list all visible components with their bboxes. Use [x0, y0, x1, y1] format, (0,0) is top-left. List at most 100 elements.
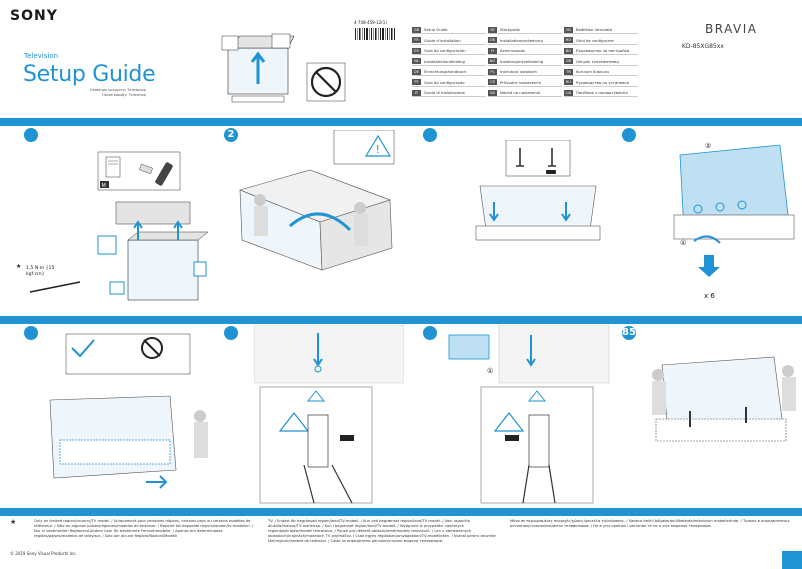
step-7-marker: [423, 326, 437, 340]
lang-name: Installationsvejledning: [500, 37, 543, 43]
lang-code: NO: [488, 58, 497, 65]
lang-name: Installatiehandleiding: [424, 58, 465, 64]
lang-code: TR: [564, 68, 573, 75]
document-number: 4-748-459-12(1): [354, 20, 387, 25]
lang-code: SE: [488, 26, 497, 33]
step-2-illustration: !: [239, 130, 395, 271]
lang-code: PT: [412, 79, 421, 86]
svg-text:!: !: [376, 143, 380, 156]
lang-name: Guide d'installation: [424, 37, 461, 43]
section-divider-bottom: [0, 508, 802, 516]
lang-code: DE: [412, 68, 421, 75]
step-7-circled-1: ①: [487, 367, 493, 375]
step-1-illustration: M: [29, 151, 209, 301]
lang-name: Guida di installazione: [424, 90, 465, 96]
subtitle-ru: Название продукта: Телевизор: [90, 88, 146, 92]
step-4-circled-1: ①: [680, 239, 686, 247]
lang-name: Asennusopas: [500, 48, 526, 54]
manual-badge-text: M: [102, 183, 106, 189]
product-line-logo: BRAVIA: [705, 22, 758, 36]
no-press-screen-icon: [306, 62, 346, 102]
step-6-marker: [224, 326, 238, 340]
lang-code: PL: [488, 68, 497, 75]
star-note-marker: ★: [16, 263, 22, 270]
footer-note-col-1: Only on limited region/country/TV model.…: [34, 519, 254, 538]
section-divider-top: [0, 118, 802, 126]
lang-code: IT: [412, 89, 421, 96]
subtitle-ua: Назва виробу: Телевізор: [102, 93, 146, 97]
step-6-illustration: [254, 325, 404, 504]
lang-code: FR: [412, 37, 421, 44]
lang-code: CZ: [488, 79, 497, 86]
step-2-marker: 2: [224, 128, 238, 142]
page-corner-tab: [782, 551, 802, 569]
copyright: © 2019 Sony Visual Products Inc.: [10, 551, 77, 556]
lang-name: Setup Guide: [424, 27, 448, 33]
lang-code: DK: [488, 37, 497, 44]
lang-code: SK: [488, 89, 497, 96]
screw-quantity: x 6: [704, 292, 715, 300]
prohibited-icon: [141, 337, 163, 359]
lang-name: Kurulum Kılavuzu: [576, 69, 610, 75]
lang-code: RO: [564, 37, 573, 44]
step-5-marker: [24, 326, 38, 340]
lang-name: Startguide: [500, 27, 520, 33]
lang-name: Οδηγός εγκατάστασης: [576, 58, 620, 64]
subtitle-block: Название продукта: Телевизор Назва вироб…: [90, 88, 146, 98]
check-icon: [71, 339, 95, 358]
lang-name: Руководство по установке: [576, 79, 629, 85]
lang-code: ES: [412, 47, 421, 54]
lang-code: GB: [412, 26, 421, 33]
step-4-circled-2: ②: [705, 142, 711, 150]
lang-name: Einrichtungshandbuch: [424, 69, 467, 75]
step-1-marker: [24, 128, 38, 142]
barcode: [355, 28, 395, 40]
category-label: Television: [24, 52, 59, 60]
lang-name: Ръководство за настройка: [576, 48, 630, 54]
lang-code: BG: [564, 47, 573, 54]
lang-name: Instrukcja ustawień: [500, 69, 537, 75]
screw-torque-label: 1,5 N·m {15 kgf·cm}: [26, 266, 55, 277]
lang-code: FI: [488, 47, 497, 54]
lang-code: NL: [412, 58, 421, 65]
lang-code: RU: [564, 79, 573, 86]
step-8-marker: 85: [622, 326, 636, 340]
lang-code: GR: [564, 58, 573, 65]
footer-star: ★: [10, 518, 17, 526]
model-number: KD-85XG85xx: [682, 43, 724, 50]
lang-name: Ghid de configurare: [576, 37, 614, 43]
step-5-illustration: [49, 333, 208, 489]
lang-name: Guía de configuración: [424, 48, 466, 54]
step-3-marker: [423, 128, 437, 142]
page-title: Setup Guide: [23, 62, 156, 87]
step-3-illustration: [475, 140, 601, 241]
footer-note-col-2: TV. / Endast för begränsad region/land/T…: [268, 519, 496, 543]
footer-note-col-3: Μόνο σε περιορισμένες περιοχές/χώρες/μον…: [510, 519, 790, 528]
step-7-illustration: ① ②: [448, 325, 610, 504]
lang-name: Guia de configuração: [424, 79, 465, 85]
step-4-marker: [622, 128, 636, 142]
step-8-illustration: [652, 356, 796, 442]
step-4-illustration: ② ①: [673, 142, 795, 277]
lang-name: Beállítási útmutató: [576, 27, 613, 33]
lang-code: HU: [564, 26, 573, 33]
lang-code: UA: [564, 89, 573, 96]
